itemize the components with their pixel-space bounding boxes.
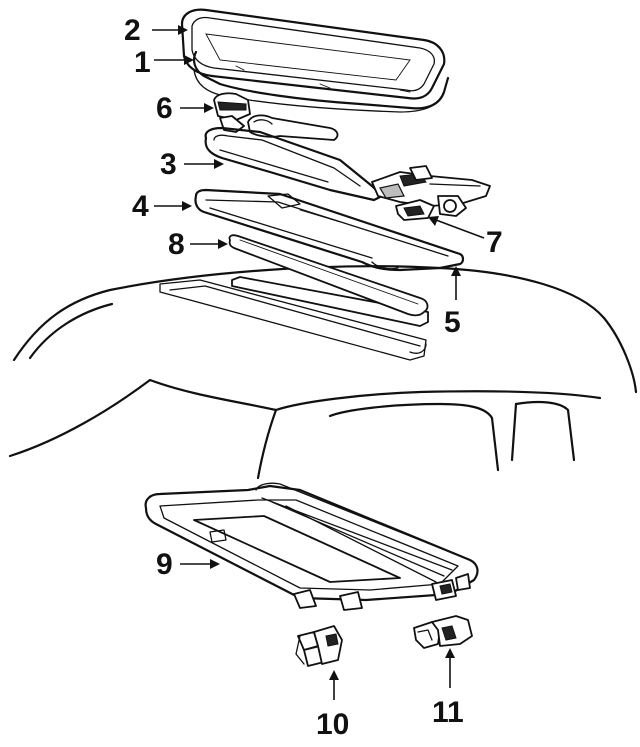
callout-8: 8 bbox=[168, 228, 185, 261]
part-9-housing bbox=[144, 482, 479, 611]
callout-2: 2 bbox=[124, 14, 141, 47]
callout-11: 11 bbox=[432, 696, 464, 729]
callout-10: 10 bbox=[316, 708, 349, 741]
part-8-rail bbox=[228, 234, 429, 317]
part-11-bracket bbox=[413, 615, 473, 649]
callout-3: 3 bbox=[160, 148, 177, 181]
callout-1: 1 bbox=[134, 46, 151, 79]
leader-lines bbox=[152, 25, 485, 700]
callout-6: 6 bbox=[156, 92, 173, 125]
callout-5: 5 bbox=[444, 306, 461, 339]
callout-7: 7 bbox=[486, 226, 503, 259]
part-7-motor bbox=[371, 165, 491, 221]
callout-4: 4 bbox=[132, 190, 149, 223]
vehicle-roof bbox=[8, 265, 638, 480]
part-4-sunshade bbox=[194, 188, 465, 272]
part-10-bracket bbox=[295, 625, 343, 667]
part-6-handle bbox=[213, 92, 339, 141]
part-3-frame bbox=[204, 126, 384, 202]
callout-9: 9 bbox=[156, 548, 173, 581]
part-1-glass-panel bbox=[193, 50, 450, 113]
callout-labels: 2 1 6 3 4 8 7 5 9 10 11 bbox=[124, 14, 503, 741]
